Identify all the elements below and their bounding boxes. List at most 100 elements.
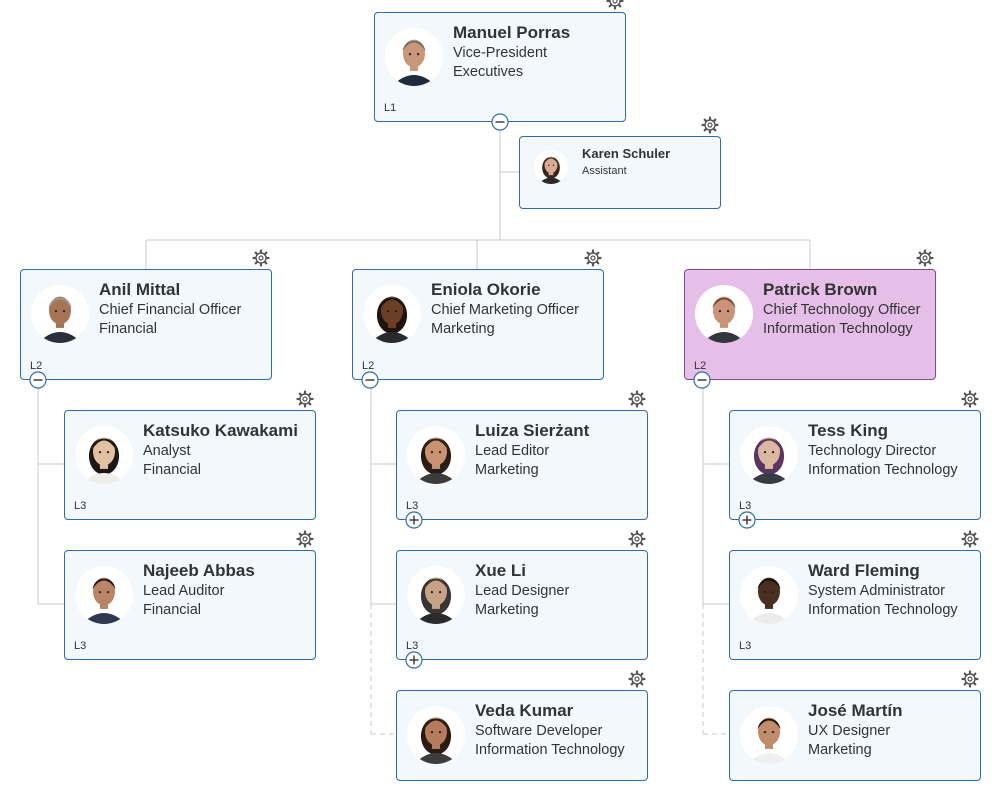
avatar bbox=[740, 566, 798, 624]
person-avatar-icon bbox=[740, 566, 798, 624]
person-avatar-icon bbox=[695, 285, 753, 343]
employee-department: Information Technology bbox=[475, 742, 625, 758]
employee-department: Financial bbox=[99, 321, 158, 337]
employee-department: Executives bbox=[453, 64, 524, 80]
gear-icon[interactable] bbox=[604, 0, 626, 12]
employee-department: Information Technology bbox=[808, 462, 958, 478]
employee-title: Lead Editor bbox=[475, 443, 550, 459]
gear-icon[interactable] bbox=[959, 668, 981, 690]
level-label: L3 bbox=[406, 640, 419, 652]
employee-title: System Administrator bbox=[808, 583, 945, 599]
employee-title: Assistant bbox=[582, 165, 627, 177]
level-label: L2 bbox=[694, 360, 707, 372]
level-label: L3 bbox=[74, 500, 87, 512]
employee-department: Marketing bbox=[475, 602, 539, 618]
gear-icon[interactable] bbox=[626, 668, 648, 690]
level-label: L1 bbox=[384, 102, 397, 114]
person-avatar-icon bbox=[740, 426, 798, 484]
gear-icon[interactable] bbox=[626, 388, 648, 410]
employee-title: Lead Auditor bbox=[143, 583, 225, 599]
employee-name: Eniola Okorie bbox=[431, 280, 541, 299]
employee-name: Najeeb Abbas bbox=[143, 561, 255, 580]
gear-icon[interactable] bbox=[294, 388, 316, 410]
employee-department: Information Technology bbox=[763, 321, 913, 337]
employee-title: Analyst bbox=[143, 443, 191, 459]
level-label: L3 bbox=[739, 640, 752, 652]
avatar bbox=[75, 426, 133, 484]
employee-title: Software Developer bbox=[475, 723, 603, 739]
level-label: L2 bbox=[30, 360, 43, 372]
employee-department: Financial bbox=[143, 602, 202, 618]
employee-department: Marketing bbox=[431, 321, 495, 337]
avatar bbox=[740, 426, 798, 484]
person-avatar-icon bbox=[363, 285, 421, 343]
person-avatar-icon bbox=[385, 28, 443, 86]
avatar bbox=[385, 28, 443, 86]
avatar bbox=[407, 426, 465, 484]
avatar bbox=[407, 566, 465, 624]
minus-circle-icon[interactable] bbox=[491, 113, 509, 131]
gear-icon[interactable] bbox=[914, 247, 936, 269]
employee-title: UX Designer bbox=[808, 723, 891, 739]
employee-name: Xue Li bbox=[475, 561, 527, 580]
gear-icon[interactable] bbox=[250, 247, 272, 269]
person-avatar-icon bbox=[75, 426, 133, 484]
plus-circle-icon[interactable] bbox=[738, 511, 756, 529]
avatar bbox=[31, 285, 89, 343]
gear-icon[interactable] bbox=[959, 388, 981, 410]
person-avatar-icon bbox=[407, 706, 465, 764]
employee-department: Financial bbox=[143, 462, 202, 478]
level-label: L3 bbox=[739, 500, 752, 512]
employee-name: Ward Fleming bbox=[808, 561, 920, 580]
level-label: L3 bbox=[406, 500, 419, 512]
minus-circle-icon[interactable] bbox=[361, 371, 379, 389]
gear-icon[interactable] bbox=[699, 114, 721, 136]
minus-circle-icon[interactable] bbox=[29, 371, 47, 389]
employee-name: Patrick Brown bbox=[763, 280, 878, 299]
avatar bbox=[75, 566, 133, 624]
plus-circle-icon[interactable] bbox=[405, 651, 423, 669]
employee-name: Veda Kumar bbox=[475, 701, 574, 720]
employee-title: Chief Financial Officer bbox=[99, 302, 242, 318]
gear-icon[interactable] bbox=[626, 528, 648, 550]
person-avatar-icon bbox=[407, 426, 465, 484]
employee-title: Technology Director bbox=[808, 443, 937, 459]
person-avatar-icon bbox=[75, 566, 133, 624]
employee-department: Marketing bbox=[808, 742, 872, 758]
employee-department: Marketing bbox=[475, 462, 539, 478]
employee-title: Chief Technology Officer bbox=[763, 302, 921, 318]
employee-name: José Martín bbox=[808, 701, 903, 720]
avatar bbox=[407, 706, 465, 764]
gear-icon[interactable] bbox=[582, 247, 604, 269]
plus-circle-icon[interactable] bbox=[405, 511, 423, 529]
gear-icon[interactable] bbox=[959, 528, 981, 550]
employee-title: Lead Designer bbox=[475, 583, 570, 599]
minus-circle-icon[interactable] bbox=[693, 371, 711, 389]
gear-icon[interactable] bbox=[294, 528, 316, 550]
level-label: L3 bbox=[74, 640, 87, 652]
avatar bbox=[363, 285, 421, 343]
employee-name: Luiza Sierżant bbox=[475, 421, 590, 440]
person-avatar-icon bbox=[534, 150, 568, 184]
person-avatar-icon bbox=[31, 285, 89, 343]
employee-name: Anil Mittal bbox=[99, 280, 181, 299]
employee-name: Karen Schuler bbox=[582, 146, 671, 161]
employee-department: Information Technology bbox=[808, 602, 958, 618]
employee-name: Katsuko Kawakami bbox=[143, 421, 298, 440]
level-label: L2 bbox=[362, 360, 375, 372]
